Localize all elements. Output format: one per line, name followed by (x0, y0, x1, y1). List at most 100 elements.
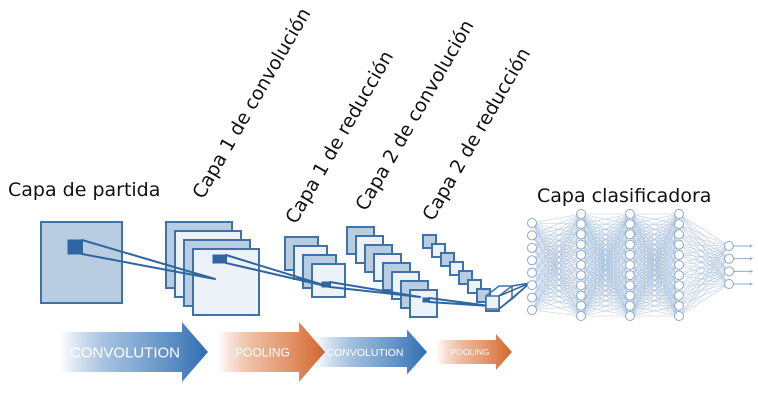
network-edge (531, 244, 582, 298)
network-edge (629, 213, 680, 276)
neuron (674, 300, 684, 311)
beam-pool1-conv2 (329, 281, 421, 298)
convolution-arrow-label: CONVOLUTION (70, 344, 180, 361)
network-edge (580, 213, 631, 286)
network-edge (531, 264, 582, 274)
feature-map (40, 221, 123, 304)
network-edge (531, 213, 582, 298)
network-edge (531, 244, 582, 311)
network-edge (678, 213, 730, 247)
beam-input-conv1 (81, 239, 216, 280)
neuron (576, 260, 586, 270)
neuron (674, 290, 684, 301)
network-edge (580, 254, 631, 317)
neuron (674, 209, 684, 219)
neuron (625, 290, 635, 301)
network-edge (580, 244, 631, 317)
network-edge (531, 309, 582, 317)
flatten-line (511, 282, 531, 287)
network-edge (678, 245, 730, 256)
network-edge (531, 213, 582, 273)
network-edge (678, 258, 730, 286)
network-edge (678, 245, 730, 276)
network-edge (580, 213, 631, 256)
network-edge (531, 254, 582, 273)
network-edge (678, 264, 730, 285)
network-edge (629, 213, 680, 245)
network-edge (531, 254, 582, 298)
network-edge (531, 305, 582, 311)
pooling-arrow-label: POOLING (235, 345, 290, 359)
network-edge (580, 213, 631, 266)
network-edge (531, 234, 582, 286)
network-edge (678, 213, 730, 259)
neuron (527, 292, 537, 303)
network-edge (531, 274, 582, 311)
network-edge (531, 244, 582, 286)
network-edge (678, 245, 730, 286)
neuron (625, 219, 635, 230)
neuron (625, 311, 635, 321)
pool2-cube-front (485, 295, 500, 310)
neuron (724, 279, 734, 289)
neuron (674, 270, 684, 281)
neuron (527, 230, 537, 241)
kernel-patch (321, 281, 331, 288)
convolution-arrow-shape (60, 322, 208, 382)
network-edge (580, 213, 631, 245)
network-edge (678, 271, 730, 296)
network-edge (678, 274, 730, 285)
convolution-arrow-label: CONVOLUTION (326, 347, 403, 359)
network-edge (531, 264, 582, 286)
network-edge (531, 254, 582, 286)
neuron (576, 290, 586, 301)
kernel-patch (212, 254, 227, 264)
network-edge (629, 234, 680, 317)
network-edge (580, 234, 631, 317)
kernel-connections (67, 239, 531, 310)
network-edge (629, 254, 680, 317)
network-edge (678, 271, 730, 286)
network-edge (629, 213, 680, 286)
network-edge (580, 213, 631, 296)
neuron (527, 242, 537, 253)
network-edge (531, 234, 582, 298)
pool1-layer-label: Capa 1 de reducción (281, 47, 398, 227)
network-edge (531, 254, 582, 311)
convolution-arrow-shape (315, 329, 427, 375)
neuron (576, 219, 586, 230)
kernel-patch (67, 239, 83, 255)
neuron (724, 241, 734, 251)
network-edge (580, 213, 631, 235)
network-edge (531, 224, 582, 311)
neuron (674, 280, 684, 291)
network-edge (629, 213, 680, 317)
neuron (625, 300, 635, 311)
network-edge (629, 224, 680, 317)
neuron (576, 300, 586, 311)
network-edge (580, 213, 631, 225)
network-edge (678, 224, 730, 285)
conv2-stack (346, 226, 438, 318)
network-edge (531, 213, 582, 261)
network-edge (678, 283, 730, 307)
network-edge (531, 234, 582, 273)
feature-map (311, 263, 346, 298)
neuron (674, 219, 684, 230)
network-edge (629, 295, 680, 317)
network-edge (629, 213, 680, 306)
flatten-line (498, 282, 531, 297)
network-neurons (527, 209, 734, 321)
neuron (576, 239, 586, 250)
neuron (625, 209, 635, 219)
network-edge (580, 213, 631, 306)
network-edge (678, 271, 730, 307)
neuron (625, 270, 635, 281)
neuron (724, 266, 734, 277)
neuron (527, 305, 537, 315)
input-layer-label: Capa de partida (8, 179, 160, 201)
network-edge (580, 274, 631, 317)
network-edge (678, 258, 730, 276)
network-edge (580, 295, 631, 317)
